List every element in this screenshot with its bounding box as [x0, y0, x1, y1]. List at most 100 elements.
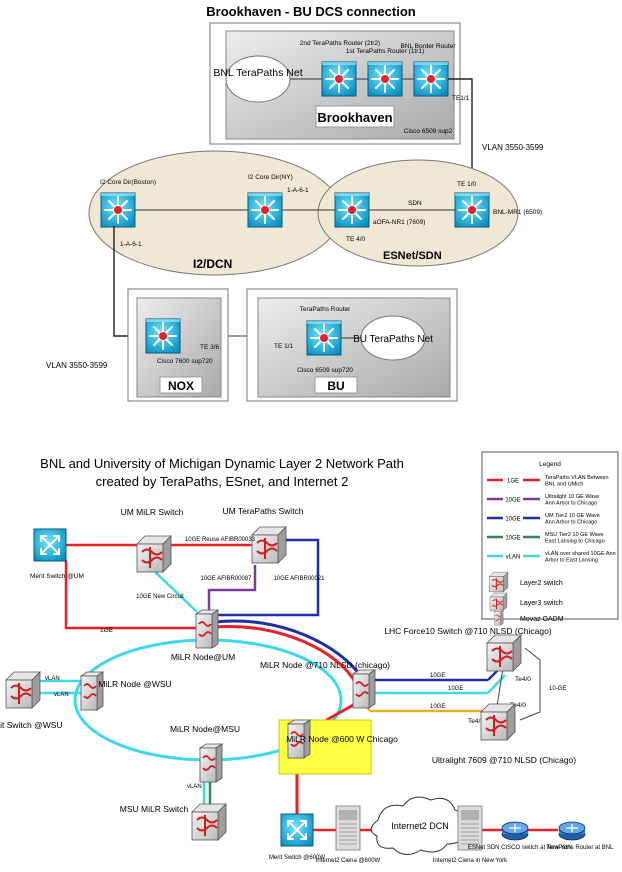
- ultralight-7609-icon: [480, 703, 516, 741]
- bnl-mr1-label: BNL-MR1 (6509): [493, 209, 542, 216]
- top-title: Brookhaven - BU DCS connection: [206, 4, 416, 19]
- i2-core-boston-label: I2 Core Dir(Boston): [100, 179, 156, 186]
- r2-label: 2nd TeraPaths Router (2tr2): [300, 40, 380, 47]
- nox-label: NOX: [168, 379, 194, 393]
- bu-router-label: TeraPaths Router: [300, 306, 351, 313]
- ge10-v-label: 10-GE: [549, 686, 566, 692]
- te40-b-label: Te4/0: [510, 702, 526, 709]
- milr-node-wsu-icon: [80, 671, 104, 711]
- lhc-force10-icon: [486, 634, 522, 672]
- i2-core-ny-label: I2 Core Dir(NY): [248, 174, 293, 181]
- r1-label: 1st TeraPaths Router (1tr1): [346, 48, 424, 55]
- te11-bu-label: TE 1/1: [274, 343, 294, 350]
- cisco-7600-icon: [145, 318, 181, 354]
- port-1a61-left-label: 1-A-6-1: [120, 241, 142, 248]
- merit-um-label: Merit Switch @UM: [30, 573, 84, 580]
- i2-core-boston-icon: [100, 192, 136, 228]
- legend-layer2: Layer2 switch: [520, 580, 563, 587]
- vlan-c-label: vLAN: [187, 784, 202, 790]
- legend-tag-4: vLAN: [506, 555, 521, 561]
- bnl-terapaths-net-label: BNL TeraPaths Net: [213, 67, 302, 79]
- milr-node-wsu-label: MiLR Node @WSU: [98, 679, 171, 689]
- milr-node-710-icon: [352, 669, 376, 709]
- te10-label: TE 1/0: [457, 181, 477, 188]
- border-router-label: BNL Border Router: [400, 43, 456, 50]
- link-merit-milr-node-um: [64, 560, 200, 630]
- router-1tr1-icon: [367, 61, 403, 97]
- te36-label: TE 3/6: [200, 344, 220, 351]
- milr-node-um-label: MiLR Node@UM: [171, 652, 235, 662]
- port-1a61-top-label: 1-A-6-1: [287, 187, 309, 194]
- vlan-b-label: vLAN: [54, 692, 69, 698]
- cisco-7600-label: Cisco 7600 sup720: [157, 358, 213, 365]
- link-milr-switch-node-um: [150, 567, 198, 613]
- esnet-ny-label: ESNet SDN CISCO switch at New York: [468, 845, 573, 851]
- tp-bnl-label: TeraPaths Router at BNL: [547, 845, 614, 851]
- bottom-title-line2: created by TeraPaths, ESnet, and Interne…: [96, 474, 349, 489]
- esnet-label: ESNet/SDN: [383, 250, 442, 262]
- te40-a-label: Te4/0: [515, 676, 531, 683]
- link-node-um-710-blue: [214, 619, 364, 679]
- legend-tag-1: 10GE: [505, 498, 520, 504]
- bnl-border-router-icon: [413, 61, 449, 97]
- bottom-title-line1: BNL and University of Michigan Dynamic L…: [40, 456, 404, 471]
- vlan-a-label: vLAN: [45, 676, 60, 682]
- ciena-600w-label: Internet2 Ciena @600W: [316, 858, 381, 864]
- tp-router-bnl-icon: [558, 821, 586, 841]
- link-tp-node-blue: [217, 538, 320, 617]
- afibr21-label: 10GE AFIBR00021: [273, 576, 325, 582]
- ciena-ny-label: Internet2 Ciena in New York: [433, 858, 508, 864]
- bnl-terapaths-net-cloud: [225, 55, 291, 103]
- milr-node-um-icon: [195, 609, 219, 649]
- cisco-6509-sup2-label: Cisco 6509 sup2: [404, 128, 453, 135]
- vlan-left-label: VLAN 3550-3599: [46, 361, 108, 370]
- te40-c-label: Te4/0: [468, 718, 484, 725]
- msu-milr-switch-icon: [191, 803, 227, 841]
- bu-terapaths-router-icon: [306, 320, 342, 356]
- legend-tag-0: 1GE: [507, 479, 519, 485]
- bnl-mr1-icon: [454, 192, 490, 228]
- milr-node-msu-label: MiLR Node@MSU: [170, 724, 240, 734]
- legend-layer3: Layer3 switch: [520, 600, 563, 607]
- sdn-label: SDN: [408, 200, 422, 207]
- reuse-label: 10GE Reuse AFIBR00033: [185, 537, 256, 543]
- cisco-6509-bu-label: Cisco 6509 sup720: [297, 367, 353, 374]
- ge10-c-label: 10GE: [430, 704, 445, 710]
- ge10-b-label: 10GE: [448, 686, 463, 692]
- legend-oadm: Movaz OADM: [520, 616, 564, 623]
- movaz-oadm-icon: [494, 609, 504, 626]
- new-circuit-label: 10GE New Circuit: [136, 594, 184, 600]
- vlan-link-bnl-esnet: [448, 78, 473, 195]
- merit-switch-wsu-icon: [5, 671, 41, 709]
- ge1-label: 1GE: [100, 627, 114, 634]
- milr-node-710-label: MiLR Node @710 NLSD (chicago): [260, 660, 390, 670]
- um-tp-switch-label: UM TeraPaths Switch: [222, 506, 303, 516]
- layer3-switch-icon: [489, 592, 508, 612]
- um-milr-switch-icon: [136, 535, 172, 573]
- esnet-ny-router-icon: [501, 821, 529, 841]
- afibr87-label: 10GE AFIBR00087: [200, 576, 252, 582]
- um-tp-switch-icon: [251, 526, 287, 564]
- i2dcn-label: I2/DCN: [193, 257, 232, 271]
- internet2-dcn-label: Internet2 DCN: [391, 821, 449, 831]
- link-node-um-710-red: [214, 624, 358, 685]
- merit-wsu-label: Merit Switch @WSU: [0, 720, 63, 730]
- link-tp-node-purple: [207, 565, 257, 612]
- ge10-a-label: 10GE: [430, 673, 445, 679]
- vlan-right-label: VLAN 3550-3599: [482, 143, 544, 152]
- merit-switch-600w-icon: [280, 813, 314, 847]
- te40-label: TE 4/0: [346, 236, 366, 243]
- ciena-600w-icon: [335, 805, 361, 851]
- esnet-cloud: [317, 159, 519, 267]
- merit-switch-um-icon: [33, 528, 67, 562]
- brookhaven-label-box: [315, 105, 395, 128]
- router-2tr2-icon: [321, 61, 357, 97]
- legend-tag-2: 10GE: [505, 517, 520, 523]
- ciena-ny-icon: [457, 805, 483, 851]
